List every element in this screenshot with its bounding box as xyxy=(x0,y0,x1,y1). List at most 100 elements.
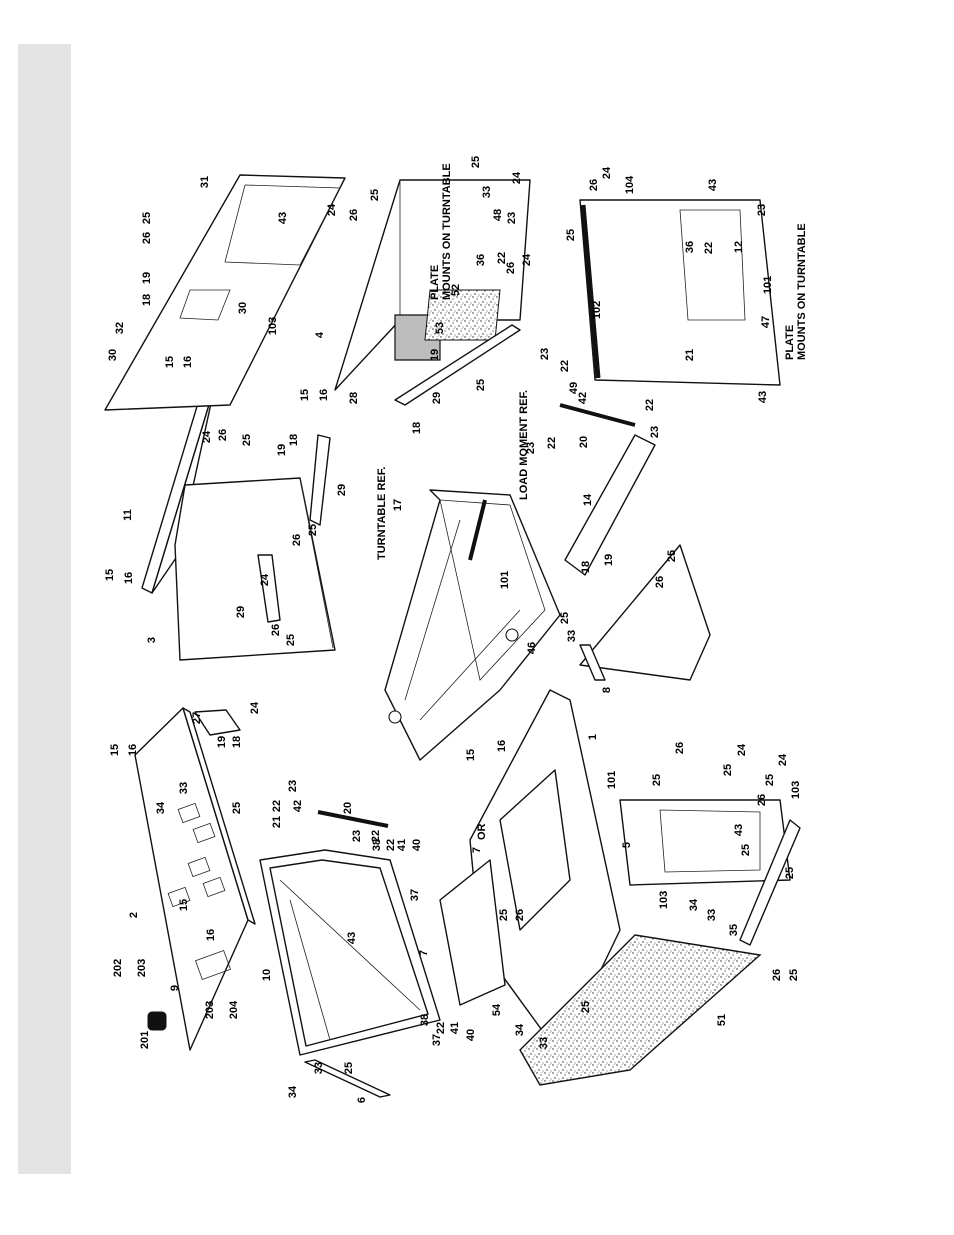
callout-29b: 29 xyxy=(235,606,247,618)
callout-number: 36 xyxy=(475,254,487,266)
callout-23b: 23 xyxy=(351,830,363,842)
callout-37b: 37 xyxy=(431,1034,443,1046)
callout-number: 49 xyxy=(568,382,580,394)
callout-number: 8 xyxy=(601,687,613,693)
callout-number: 37 xyxy=(431,1034,443,1046)
callout-number: 29 xyxy=(431,392,443,404)
callout-31: 31 xyxy=(199,176,211,188)
callout-number: 26 xyxy=(756,794,768,806)
callout-number: 20 xyxy=(342,802,354,814)
callout-40b: 40 xyxy=(465,1029,477,1041)
callout-34c: 34 xyxy=(514,1023,526,1036)
callout-number: 16 xyxy=(127,744,139,756)
part-29-bracket-right xyxy=(394,324,521,406)
callout-number: 33 xyxy=(538,1037,550,1049)
callout-103c: 103 xyxy=(658,891,670,909)
callout-18b: 18 xyxy=(288,434,300,446)
callout-6: 6 xyxy=(356,1097,368,1103)
callout-number: 15 xyxy=(465,749,477,761)
callout-12: 12 xyxy=(733,241,745,253)
callout-number: 25 xyxy=(740,844,752,856)
callout-22g: 22 xyxy=(546,437,558,449)
callout-number: 33 xyxy=(706,909,718,921)
callout-number: 28 xyxy=(348,392,360,404)
callout-19a: 19 xyxy=(216,736,228,748)
callout-16f: 16 xyxy=(496,740,508,752)
callout-19e: 19 xyxy=(603,554,615,566)
callout-7a: 7 xyxy=(471,847,483,853)
callout-number: 103 xyxy=(267,317,279,335)
callout-25r: 25 xyxy=(740,844,752,856)
callout-number: 16 xyxy=(123,572,135,584)
callout-42a: 42 xyxy=(292,800,304,812)
label-or: OR xyxy=(476,823,488,840)
callout-8: 8 xyxy=(601,687,613,693)
callout-number: 23 xyxy=(351,830,363,842)
callout-15d: 15 xyxy=(164,356,176,368)
callout-number: 23 xyxy=(539,348,551,360)
callout-33f: 33 xyxy=(706,909,718,921)
part-51-pad xyxy=(519,934,762,1086)
callout-101b: 101 xyxy=(762,276,774,294)
callout-33c: 33 xyxy=(481,186,493,198)
callout-number: 25 xyxy=(475,379,487,391)
callout-number: 23 xyxy=(525,442,537,454)
callout-33d: 33 xyxy=(566,630,578,642)
callout-16e: 16 xyxy=(318,389,330,401)
part-20-rod-b xyxy=(559,403,636,427)
svg-text:PLATE: PLATE xyxy=(429,265,441,300)
callout-number: 34 xyxy=(287,1085,299,1098)
callout-24b: 24 xyxy=(259,573,271,586)
callout-18e: 18 xyxy=(580,561,592,573)
callout-number: 25 xyxy=(580,1001,592,1013)
callout-number: 26 xyxy=(654,576,666,588)
callout-25h: 25 xyxy=(475,379,487,391)
callout-25q: 25 xyxy=(764,774,776,786)
callout-35: 35 xyxy=(728,924,740,936)
part-3-base-panel xyxy=(174,477,336,661)
callout-24e: 24 xyxy=(521,253,533,266)
callout-number: 22 xyxy=(271,800,283,812)
callout-24g: 24 xyxy=(601,166,613,179)
callout-24f: 24 xyxy=(511,171,523,184)
callout-38b: 38 xyxy=(419,1014,431,1026)
svg-text:LOAD MOMENT REF.: LOAD MOMENT REF. xyxy=(518,390,530,500)
callout-number: 18 xyxy=(288,434,300,446)
callout-33e: 33 xyxy=(538,1037,550,1049)
callout-number: 35 xyxy=(728,924,740,936)
callout-18d: 18 xyxy=(411,422,423,434)
part-14-channel xyxy=(564,434,656,576)
callout-25m: 25 xyxy=(498,909,510,921)
callout-number: 34 xyxy=(688,898,700,911)
callout-number: 54 xyxy=(491,1003,503,1016)
callout-number: 40 xyxy=(411,839,423,851)
callout-number: 24 xyxy=(521,253,533,266)
callout-25f: 25 xyxy=(141,212,153,224)
callout-number: 4 xyxy=(314,331,326,338)
part-20-rod-a xyxy=(317,810,389,828)
callout-25c: 25 xyxy=(241,434,253,446)
callout-32: 32 xyxy=(114,322,126,334)
callout-number: 15 xyxy=(164,356,176,368)
callout-number: 10 xyxy=(261,969,273,981)
callout-number: 48 xyxy=(492,209,504,221)
callout-number: 38 xyxy=(419,1014,431,1026)
callout-25p: 25 xyxy=(722,764,734,776)
callout-203a: 203 xyxy=(136,959,148,977)
callout-23c: 23 xyxy=(506,212,518,224)
callout-25o: 25 xyxy=(651,774,663,786)
callout-number: 29 xyxy=(336,484,348,496)
callout-number: 25 xyxy=(231,802,243,814)
callout-19c: 19 xyxy=(141,272,153,284)
callout-number: 18 xyxy=(411,422,423,434)
callout-number: 22 xyxy=(703,242,715,254)
callout-number: 6 xyxy=(356,1097,368,1103)
callout-202: 202 xyxy=(112,959,124,977)
turntable-reference xyxy=(384,489,561,761)
callout-26f: 26 xyxy=(505,262,517,274)
callout-27: 27 xyxy=(191,712,203,724)
part-10-frame xyxy=(259,849,441,1056)
callout-number: 22 xyxy=(385,839,397,851)
callout-22f: 22 xyxy=(559,360,571,372)
callout-36b: 36 xyxy=(684,241,696,253)
